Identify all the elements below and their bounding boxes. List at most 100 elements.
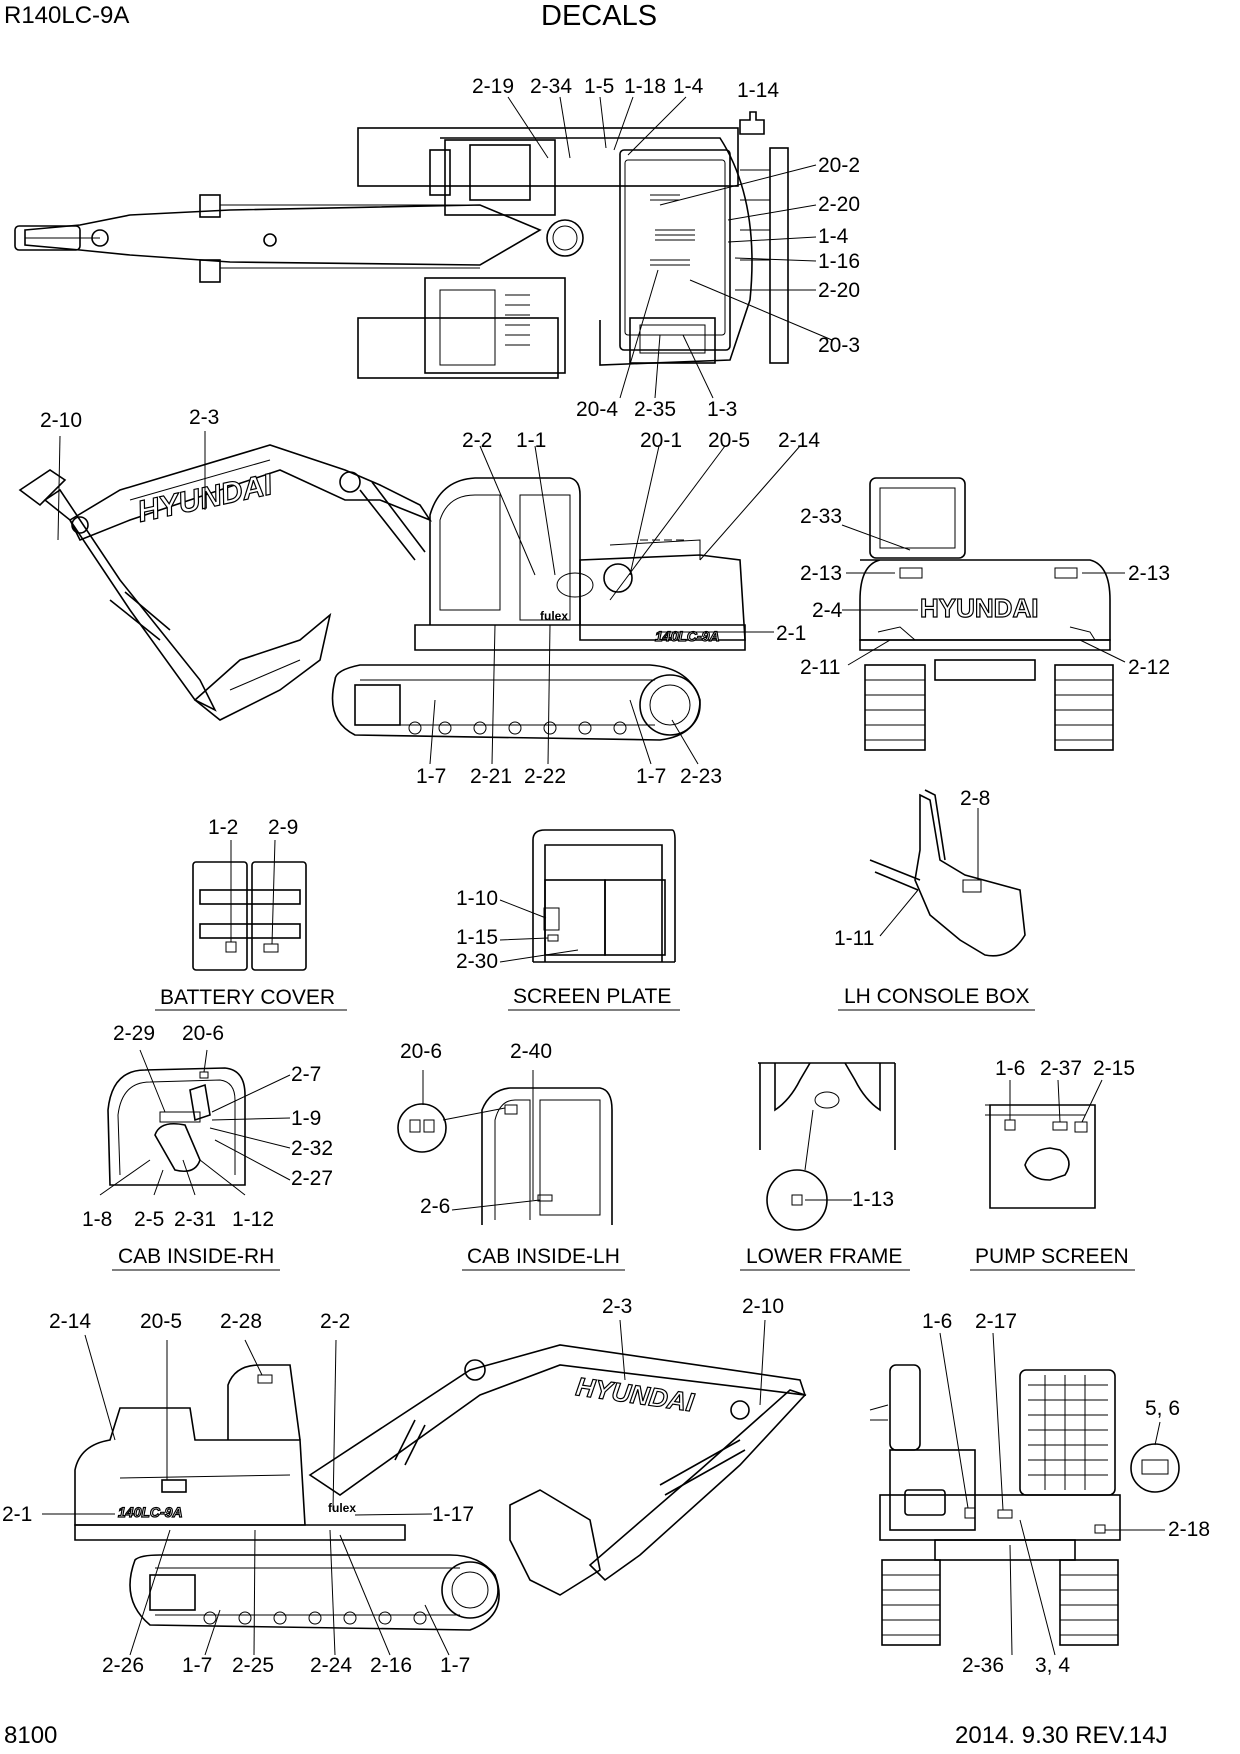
callout-1-7: 1-7 xyxy=(440,1654,470,1677)
caption-screen-plate: SCREEN PLATE xyxy=(513,985,671,1008)
callout-20-5: 20-5 xyxy=(708,429,750,452)
callout-20-3: 20-3 xyxy=(818,334,860,357)
top-view-drawing xyxy=(14,111,789,379)
callout-2-27: 2-27 xyxy=(291,1167,333,1190)
caption-lower-frame: LOWER FRAME xyxy=(746,1245,902,1268)
callout-2-20: 2-20 xyxy=(818,193,860,216)
track-rollers xyxy=(408,721,627,735)
lower-frame-drawing: 1-13 LOWER FRAME xyxy=(740,1062,910,1271)
callout-1-16: 1-16 xyxy=(818,250,860,273)
callout-20-1: 20-1 xyxy=(640,429,682,452)
callout-1-14: 1-14 xyxy=(737,79,779,102)
callout-2-20: 2-20 xyxy=(818,279,860,302)
callout-2-14: 2-14 xyxy=(49,1310,91,1333)
callout-2-3: 2-3 xyxy=(189,406,219,429)
callout-2-30: 2-30 xyxy=(456,950,498,973)
callout-2-3: 2-3 xyxy=(602,1295,632,1318)
callout-1-15: 1-15 xyxy=(456,926,498,949)
callout-2-2: 2-2 xyxy=(462,429,492,452)
callout-2-35: 2-35 xyxy=(634,398,676,421)
front-grille xyxy=(1028,1375,1108,1490)
callout-1-13: 1-13 xyxy=(852,1188,894,1211)
callout-2-32: 2-32 xyxy=(291,1137,333,1160)
callout-1-2: 1-2 xyxy=(208,816,238,839)
callout-2-2: 2-2 xyxy=(320,1310,350,1333)
callout-2-26: 2-26 xyxy=(102,1654,144,1677)
callout-2-36: 2-36 xyxy=(962,1654,1004,1677)
callout-2-1: 2-1 xyxy=(776,622,806,645)
callout-3-4: 3, 4 xyxy=(1035,1654,1070,1677)
pump-screen-drawing: 1-6 2-37 2-15 PUMP SCREEN xyxy=(970,1057,1135,1271)
callout-1-5: 1-5 xyxy=(584,75,614,98)
callout-2-10: 2-10 xyxy=(40,409,82,432)
callout-2-16: 2-16 xyxy=(370,1654,412,1677)
callout-2-9: 2-9 xyxy=(268,816,298,839)
page-title: DECALS xyxy=(541,0,658,32)
callout-20-5: 20-5 xyxy=(140,1310,182,1333)
cab-inside-lh-drawing: 20-6 2-40 2-6 CAB INSIDE-LH xyxy=(397,1040,625,1271)
callout-2-4: 2-4 xyxy=(812,599,843,622)
callout-1-4: 1-4 xyxy=(818,225,849,248)
side-view-lh-drawing: HYUNDAI 140LC-9A fulex xyxy=(18,444,746,741)
caption-cab-inside-rh: CAB INSIDE-RH xyxy=(118,1245,274,1268)
callout-1-18: 1-18 xyxy=(624,75,666,98)
caption-battery-cover: BATTERY COVER xyxy=(160,986,335,1009)
callout-2-37: 2-37 xyxy=(1040,1057,1082,1080)
callout-1-8: 1-8 xyxy=(82,1208,112,1231)
callout-2-10: 2-10 xyxy=(742,1295,784,1318)
callout-1-7: 1-7 xyxy=(636,765,666,788)
callout-2-6: 2-6 xyxy=(420,1195,450,1218)
callout-2-33: 2-33 xyxy=(800,505,842,528)
callout-1-3: 1-3 xyxy=(707,398,737,421)
rh-track-rollers xyxy=(203,1611,427,1625)
rear-view-drawing: HYUNDAI xyxy=(859,477,1114,751)
callout-20-6: 20-6 xyxy=(400,1040,442,1063)
callout-2-31: 2-31 xyxy=(174,1208,216,1231)
callout-1-7: 1-7 xyxy=(416,765,446,788)
callout-1-11: 1-11 xyxy=(834,927,874,950)
callout-2-13: 2-13 xyxy=(1128,562,1170,585)
callout-1-12: 1-12 xyxy=(232,1208,274,1231)
callout-2-18: 2-18 xyxy=(1168,1518,1210,1541)
page-number: 8100 xyxy=(4,1722,58,1749)
revision-date: 2014. 9.30 REV.14J xyxy=(955,1722,1168,1749)
callout-2-13: 2-13 xyxy=(800,562,842,585)
side-view-lh-leaders xyxy=(57,431,801,765)
callout-2-21: 2-21 xyxy=(470,765,512,788)
rear-view-leaders xyxy=(841,524,1126,666)
cab-inside-rh-drawing: 2-29 20-6 2-7 1-9 2-32 2-27 1-8 2-5 2-31… xyxy=(82,1022,333,1271)
lh-console-box-drawing: 2-8 1-11 LH CONSOLE BOX xyxy=(834,787,1035,1011)
callout-2-28: 2-28 xyxy=(220,1310,262,1333)
callout-2-5: 2-5 xyxy=(134,1208,164,1231)
callout-2-1: 2-1 xyxy=(2,1503,32,1526)
callout-2-8: 2-8 xyxy=(960,787,990,810)
callout-2-19: 2-19 xyxy=(472,75,514,98)
callout-2-12: 2-12 xyxy=(1128,656,1170,679)
callout-2-11: 2-11 xyxy=(800,656,840,679)
callout-2-24: 2-24 xyxy=(310,1654,352,1677)
callout-2-17: 2-17 xyxy=(975,1310,1017,1333)
callout-2-40: 2-40 xyxy=(510,1040,552,1063)
rh-model-decal: 140LC-9A xyxy=(118,1504,183,1520)
callout-1-7: 1-7 xyxy=(182,1654,212,1677)
model-number: R140LC-9A xyxy=(4,2,130,29)
rh-boom-brand-decal: HYUNDAI xyxy=(574,1371,696,1417)
side-view-rh-drawing: 140LC-9A fulex HYUNDAI xyxy=(74,1344,807,1631)
callout-1-6: 1-6 xyxy=(995,1057,1025,1080)
front-view-drawing xyxy=(869,1332,1180,1656)
callout-2-15: 2-15 xyxy=(1093,1057,1135,1080)
callout-1-10: 1-10 xyxy=(456,887,498,910)
callout-2-34: 2-34 xyxy=(530,75,572,98)
side-view-rh-leaders xyxy=(42,1319,766,1656)
side-view-rh-labels: 2-14 20-5 2-28 2-2 2-3 2-10 2-1 1-17 2-2… xyxy=(2,1295,784,1677)
side-view-lh-labels: 2-10 2-3 2-2 1-1 20-1 20-5 2-14 2-1 1-7 … xyxy=(40,406,820,788)
caption-lh-console-box: LH CONSOLE BOX xyxy=(844,985,1030,1008)
callout-20-6: 20-6 xyxy=(182,1022,224,1045)
callout-1-17: 1-17 xyxy=(432,1503,474,1526)
side-model-decal: 140LC-9A xyxy=(655,628,720,644)
caption-pump-screen: PUMP SCREEN xyxy=(975,1245,1129,1268)
callout-5-6: 5, 6 xyxy=(1145,1397,1180,1420)
front-view-labels: 1-6 2-17 5, 6 2-18 2-36 3, 4 xyxy=(922,1310,1210,1677)
